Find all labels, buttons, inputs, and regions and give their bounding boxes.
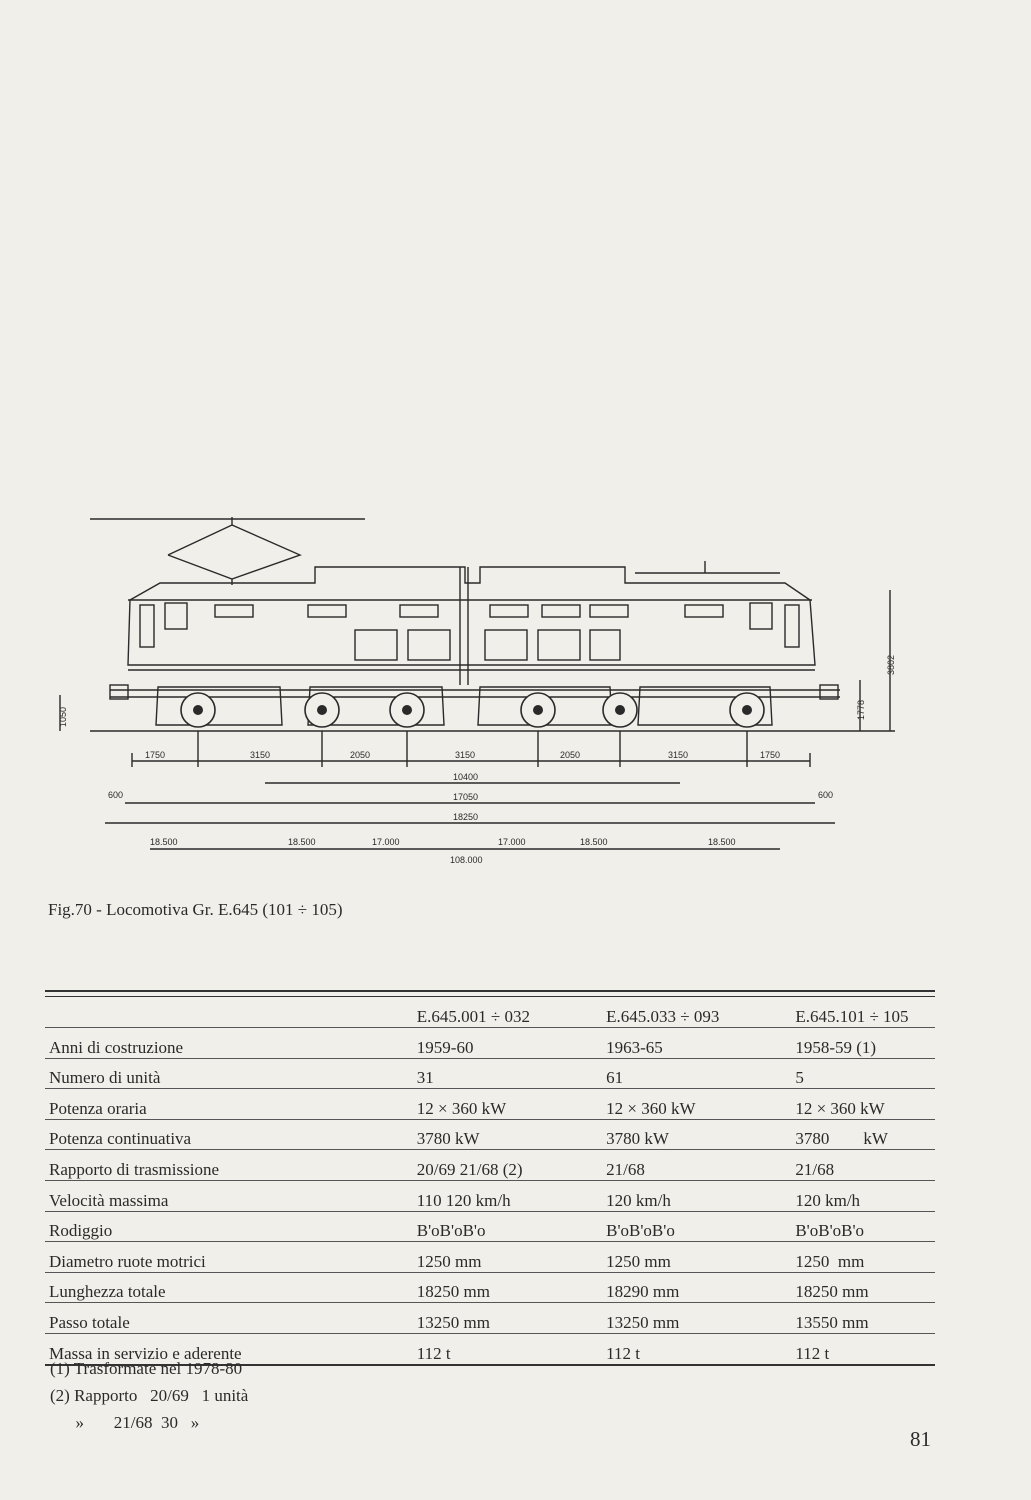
row-value-2: 21/68: [606, 1149, 796, 1181]
header-col-2: E.645.033 ÷ 093: [606, 1007, 720, 1026]
row-label: Massa in servizio e aderente: [45, 1332, 417, 1366]
row-value-3: 1250 mm: [795, 1241, 935, 1273]
row-value-1: B'oB'oB'o: [416, 1210, 607, 1242]
row-value-2: 61: [606, 1057, 796, 1089]
row-label: Diametro ruote motrici: [45, 1241, 417, 1273]
footnote-2-cont: » 21/68 30 »: [50, 1413, 200, 1432]
axle-load: 17.000: [372, 837, 400, 847]
header-label-col: [45, 997, 417, 1028]
row-value-1: 31: [416, 1057, 607, 1089]
footnote-1: (1) Trasformate nel 1978-80: [50, 1359, 243, 1378]
row-value-2: 12 × 360 kW: [606, 1088, 796, 1120]
row-value-2: 112 t: [606, 1332, 796, 1366]
row-label: Potenza continuativa: [45, 1118, 417, 1150]
row-value-1: 12 × 360 kW: [416, 1088, 607, 1120]
row-value-3: 112 t: [795, 1332, 935, 1366]
row-value-3: 12 × 360 kW: [795, 1088, 935, 1120]
dim-10400: 10400: [453, 772, 478, 782]
row-value-3: 5: [795, 1057, 935, 1089]
axle-load: 17.000: [498, 837, 526, 847]
table-header-row: E.645.001 ÷ 032 E.645.033 ÷ 093 E.645.10…: [45, 997, 935, 1028]
total-load: 108.000: [450, 855, 483, 865]
row-value-3: 3780 kW: [795, 1118, 935, 1150]
dim-3150-left: 3150: [250, 750, 270, 760]
row-label: Lunghezza totale: [45, 1271, 417, 1303]
table-top-rule-2: [45, 996, 935, 997]
figure-caption: Fig.70 - Locomotiva Gr. E.645 (101 ÷ 105…: [48, 900, 343, 919]
row-value-2: 1963-65: [606, 1027, 796, 1059]
spec-table: E.645.001 ÷ 032 E.645.033 ÷ 093 E.645.10…: [45, 990, 935, 1366]
row-value-1: 3780 kW: [416, 1118, 607, 1150]
dim-3802: 3802: [886, 655, 896, 675]
page-number: 81: [910, 1427, 931, 1451]
row-value-2: 1250 mm: [606, 1241, 796, 1273]
row-value-2: 120 km/h: [606, 1179, 796, 1212]
row-value-3: 120 km/h: [795, 1179, 935, 1212]
row-label: Numero di unità: [45, 1057, 417, 1089]
axle-load: 18.500: [150, 837, 178, 847]
row-label: Passo totale: [45, 1302, 417, 1334]
row-value-1: 18250 mm: [416, 1271, 607, 1303]
row-value-3: 13550 mm: [795, 1302, 935, 1334]
row-value-3: 18250 mm: [795, 1271, 935, 1303]
dim-1050: 1050: [58, 707, 68, 727]
row-value-1: 1250 mm: [416, 1241, 607, 1273]
row-value-3: 1958-59 (1): [795, 1027, 935, 1059]
row-value-1: 110 120 km/h: [416, 1179, 607, 1212]
footnotes: (1) Trasformate nel 1978-80 (2) Rapporto…: [50, 1355, 248, 1436]
row-value-3: 21/68: [795, 1149, 935, 1181]
dim-18250: 18250: [453, 812, 478, 822]
row-value-3: B'oB'oB'o: [795, 1210, 935, 1242]
row-label: Anni di costruzione: [45, 1027, 417, 1059]
spec-table-grid: E.645.001 ÷ 032 E.645.033 ÷ 093 E.645.10…: [45, 997, 935, 1366]
dim-1750-right: 1750: [760, 750, 780, 760]
row-value-2: 13250 mm: [606, 1302, 796, 1334]
dim-3150-mid: 3150: [455, 750, 475, 760]
dim-600-right: 600: [818, 790, 833, 800]
row-label: Velocità massima: [45, 1179, 417, 1212]
dim-1778: 1778: [856, 700, 866, 720]
row-value-1: 112 t: [416, 1332, 607, 1366]
axle-load: 18.500: [288, 837, 316, 847]
dim-1750-left: 1750: [145, 750, 165, 760]
dim-2050-right: 2050: [560, 750, 580, 760]
dim-600-left: 600: [108, 790, 123, 800]
row-value-1: 20/69 21/68 (2): [416, 1149, 607, 1181]
dim-3150-right: 3150: [668, 750, 688, 760]
footnote-2: (2) Rapporto 20/69 1 unità: [50, 1386, 249, 1405]
table-top-rule: [45, 990, 935, 992]
row-value-2: B'oB'oB'o: [606, 1210, 796, 1242]
dim-17050: 17050: [453, 792, 478, 802]
locomotive-drawing-svg: 1750 3150 2050 3150 2050 3150 1750 10400…: [58, 517, 896, 865]
row-value-2: 18290 mm: [606, 1271, 796, 1303]
row-value-1: 13250 mm: [416, 1302, 607, 1334]
row-label: Rodiggio: [45, 1210, 417, 1242]
header-col-1: E.645.001 ÷ 032: [416, 1007, 530, 1026]
row-label: Rapporto di trasmissione: [45, 1149, 417, 1181]
row-value-1: 1959-60: [416, 1027, 607, 1059]
axle-load: 18.500: [580, 837, 608, 847]
locomotive-drawing: 1750 3150 2050 3150 2050 3150 1750 10400…: [50, 505, 910, 885]
axle-load: 18.500: [708, 837, 736, 847]
row-value-2: 3780 kW: [606, 1118, 796, 1150]
header-col-3: E.645.101 ÷ 105: [795, 1007, 909, 1026]
row-label: Potenza oraria: [45, 1088, 417, 1120]
dim-2050-left: 2050: [350, 750, 370, 760]
